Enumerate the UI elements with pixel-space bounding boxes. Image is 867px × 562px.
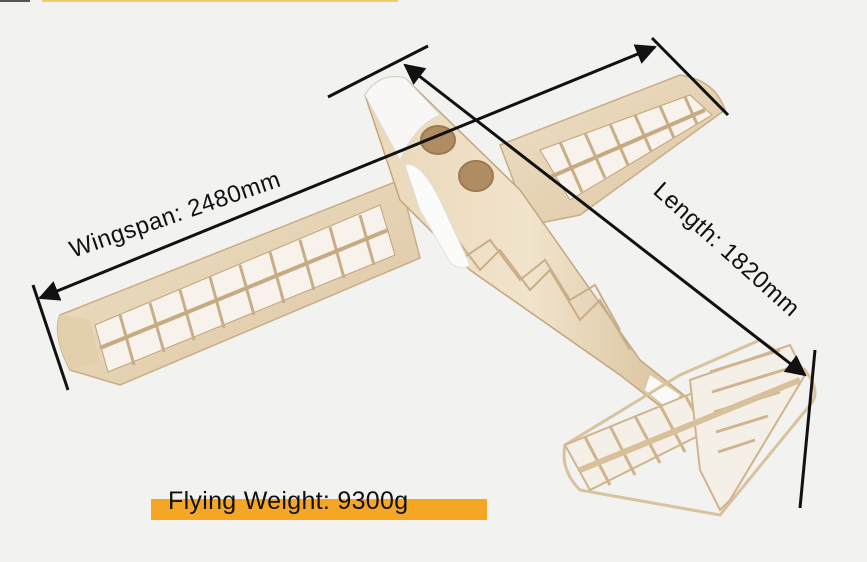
- length-dimension: [327, 44, 817, 509]
- top-edge-accent-bar: [42, 0, 398, 2]
- flying-weight-label: Flying Weight: 9300g: [168, 487, 409, 515]
- left-wing: [56, 178, 421, 386]
- tail-surfaces: [562, 338, 817, 517]
- flying-weight-banner: [151, 499, 487, 520]
- top-edge-dark-bar: [0, 0, 30, 2]
